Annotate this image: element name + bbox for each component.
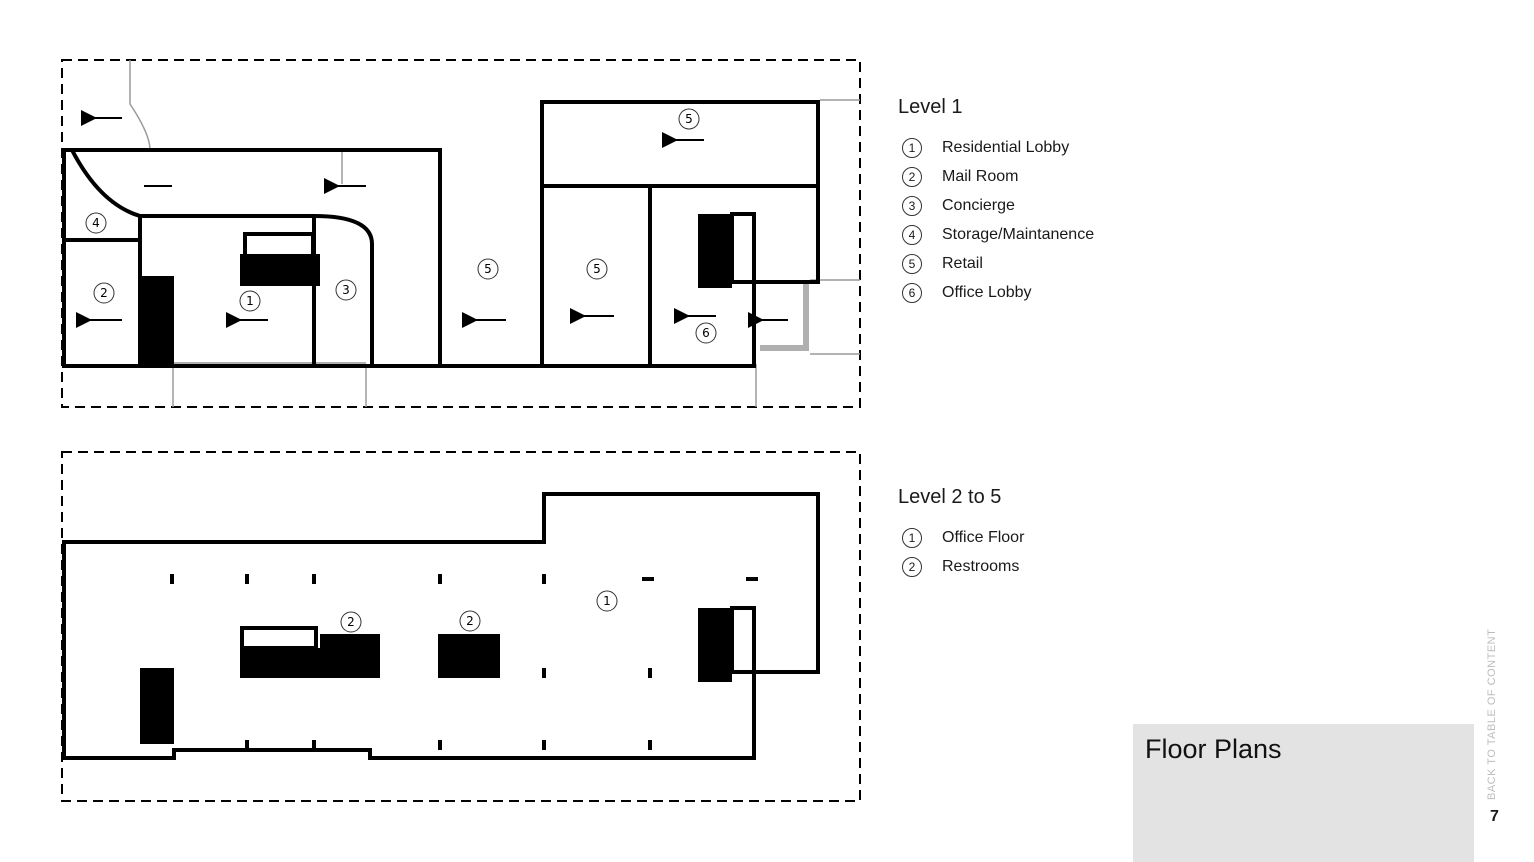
tag-retail-c: 5 [685,112,693,126]
tag-concierge: 3 [342,283,350,297]
office-elevator-core [698,214,732,288]
legend-item: 3 Concierge [898,191,1094,220]
cores [140,212,756,366]
legend-item: 4 Storage/Maintanence [898,220,1094,249]
tag-circle [678,108,700,130]
tag-restrooms-a: 2 [347,615,355,629]
building-walls [62,100,820,368]
legend-item: 1 Office Floor [898,523,1024,552]
legend-label: Office Floor [942,528,1025,546]
tag-restrooms-b: 2 [466,614,474,628]
level-1-legend: Level 1 1 Residential Lobby 2 Mail Room 3 C… [898,96,1094,307]
tag-circle [340,611,362,633]
tag-office-floor: 1 [603,594,611,608]
level-2-title: Level 2 to 5 [898,486,1002,508]
legend-number: 5 [902,253,922,274]
building-walls [62,492,820,760]
legend-number: 6 [902,282,922,303]
tag-office-lobby: 6 [702,326,710,340]
legend-item: 6 Office Lobby [898,278,1094,307]
page-number: 7 [1490,808,1499,825]
tag-circle [586,258,608,280]
level-2-plan-drawing: 1 2 2 [61,451,861,802]
legend-number: 4 [902,224,922,245]
level-1-legend-list: 1 Residential Lobby 2 Mail Room 3 Concierge… [898,133,1094,307]
entry-arrows [76,110,788,328]
tag-circle [477,258,499,280]
legend-label: Mail Room [942,167,1019,185]
level-2-legend: Level 2 to 5 1 Office Floor 2 Restrooms [898,486,1024,581]
legend-label: Office Lobby [942,283,1032,301]
level1-stair-core [140,276,174,366]
elevator-core [698,608,732,682]
tag-retail-a: 5 [484,262,492,276]
tag-circle [335,279,357,301]
tag-storage: 4 [92,216,100,230]
tag-circle [85,212,107,234]
tag-retail-b: 5 [593,262,601,276]
legend-number: 2 [902,556,922,577]
restroom-block-a [320,634,380,678]
tag-circle [239,290,261,312]
tag-circle [93,282,115,304]
stair-core [140,668,174,744]
tag-circle [596,590,618,612]
level-2-legend-list: 1 Office Floor 2 Restrooms [898,523,1024,581]
legend-item: 1 Residential Lobby [898,133,1094,162]
legend-number: 1 [902,527,922,548]
legend-number: 1 [902,137,922,158]
legend-label: Retail [942,254,983,272]
cores [140,606,756,744]
tag-residential-lobby: 1 [246,294,254,308]
legend-number: 2 [902,166,922,187]
tag-circle [695,322,717,344]
legend-number: 3 [902,195,922,216]
legend-item: 5 Retail [898,249,1094,278]
tag-circle [459,610,481,632]
back-to-toc-link[interactable]: BACK TO TABLE OF CONTENT [1486,628,1498,800]
legend-item: 2 Restrooms [898,552,1024,581]
legend-label: Restrooms [942,557,1020,575]
legend-item: 2 Mail Room [898,162,1094,191]
level-1-plan-drawing: 1 2 3 4 5 5 5 6 [61,59,861,408]
title-card: Floor Plans [1133,724,1474,862]
legend-label: Concierge [942,196,1015,214]
property-boundary [61,59,861,408]
legend-label: Storage/Maintanence [942,225,1095,243]
structural-columns [170,574,758,750]
level-2-to-5-floor-plan: 1 2 2 [40,444,880,810]
reception-desk [240,254,320,286]
context-lines [129,60,860,407]
page-title: Floor Plans [1145,734,1282,764]
tag-mail-room: 2 [100,286,108,300]
legend-label: Residential Lobby [942,138,1070,156]
restroom-block-b [438,634,500,678]
level-1-title: Level 1 [898,96,963,118]
level-1-floor-plan: 1 2 3 4 5 5 5 6 [40,44,880,416]
